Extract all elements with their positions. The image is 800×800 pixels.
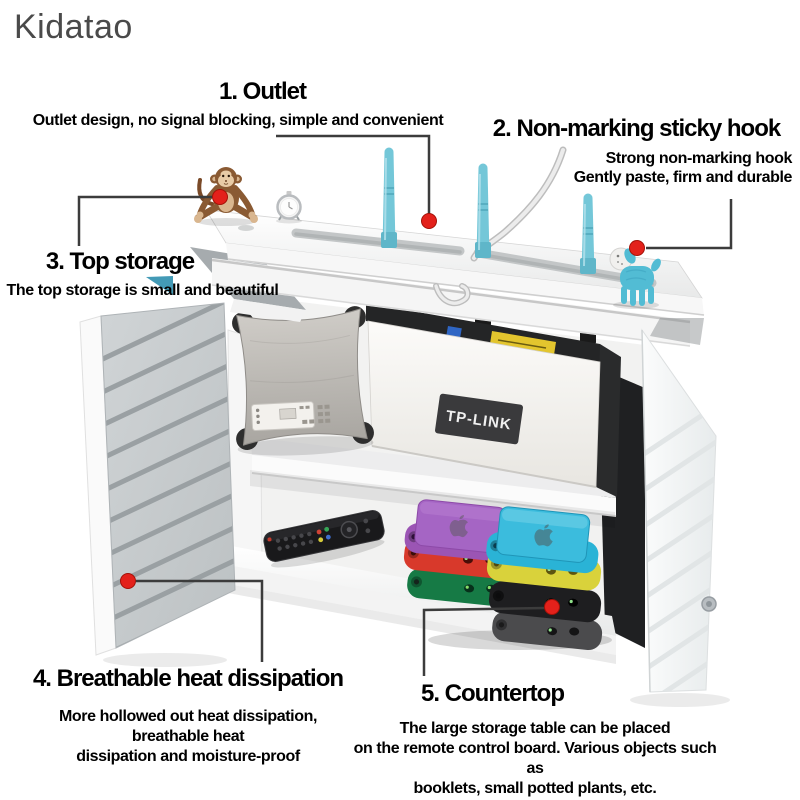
annotation-5-title: 5. Countertop xyxy=(421,680,565,707)
annotation-5-desc-line: booklets, small potted plants, etc. xyxy=(413,780,657,797)
router-brand-label: TP-LINK xyxy=(435,393,523,445)
annotation-2-desc-line: Strong non-marking hook xyxy=(605,150,793,167)
annotation-2-desc: Strong non-marking hook Gently paste, fi… xyxy=(520,149,793,187)
annotation-2-desc-line: Gently paste, firm and durable xyxy=(573,169,793,186)
callout-dot-4 xyxy=(120,573,136,589)
annotation-3-desc: The top storage is small and beautiful xyxy=(6,282,279,299)
speaker-device xyxy=(232,306,374,456)
clock-figurine xyxy=(276,191,302,224)
callout-dot-2 xyxy=(629,240,645,256)
annotation-4-desc-line: breathable heat xyxy=(131,728,245,745)
annotation-4-desc: More hollowed out heat dissipation, brea… xyxy=(8,707,368,767)
callout-dot-3 xyxy=(212,189,228,205)
annotation-1-title: 1. Outlet xyxy=(218,78,307,105)
speaker-control-panel xyxy=(250,401,331,432)
ipod-stack-right xyxy=(486,506,603,651)
annotation-5-desc: The large storage table can be placed on… xyxy=(345,719,725,799)
ipod-stack-left xyxy=(403,499,520,608)
router-port xyxy=(446,326,462,338)
annotation-2-title: 2. Non-marking sticky hook xyxy=(492,115,781,142)
left-door xyxy=(79,302,236,667)
antenna-3 xyxy=(580,193,596,274)
annotation-4-desc-line: More hollowed out heat dissipation, xyxy=(58,708,317,725)
left-door-vents xyxy=(101,303,235,648)
antenna-2 xyxy=(475,163,491,258)
router-sticker xyxy=(490,331,556,355)
callout-lines xyxy=(77,134,733,676)
remote-control xyxy=(263,510,385,568)
callout-dot-5 xyxy=(544,599,560,615)
right-door-vents xyxy=(642,387,716,692)
annotation-4-title: 4. Breathable heat dissipation xyxy=(32,665,344,692)
callout-dots xyxy=(120,189,645,615)
annotation-5-desc-line: The large storage table can be placed xyxy=(399,720,671,737)
annotation-3-title: 3. Top storage xyxy=(45,248,195,275)
antenna-1 xyxy=(381,147,397,248)
brand-logo: Kidatao xyxy=(14,8,133,46)
right-door xyxy=(630,328,730,707)
door-knob xyxy=(701,596,717,612)
annotation-4-desc-line: dissipation and moisture-proof xyxy=(76,748,300,765)
callout-dot-1 xyxy=(421,213,437,229)
annotation-5-desc-line: on the remote control board. Various obj… xyxy=(353,740,717,777)
dog-figurine xyxy=(609,247,661,309)
annotation-1-desc: Outlet design, no signal blocking, simpl… xyxy=(32,112,444,129)
